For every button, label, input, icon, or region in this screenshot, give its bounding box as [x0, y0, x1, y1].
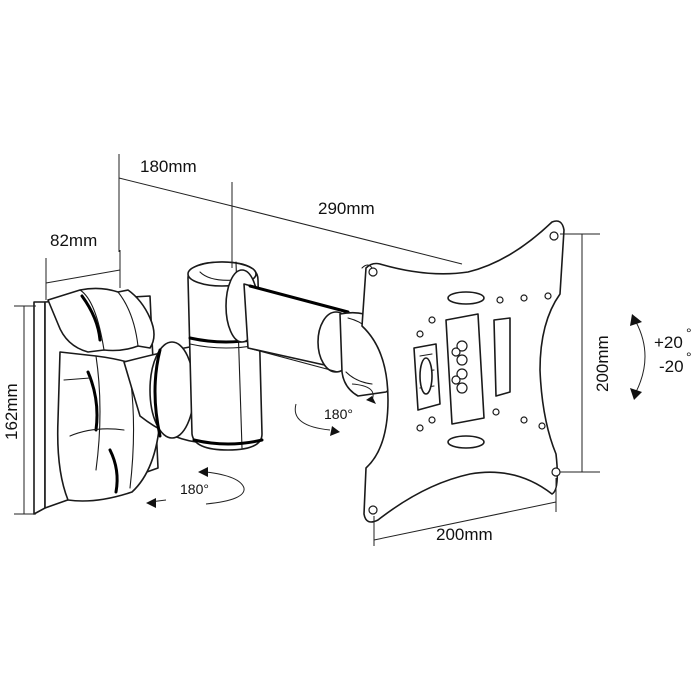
dim-200mm-vertical: 200mm	[560, 233, 612, 473]
label-tilt-up: +20	[654, 333, 683, 352]
degree-up: °	[686, 325, 692, 341]
corner-hole-tl	[368, 267, 378, 277]
corner-hole-br	[551, 467, 561, 477]
tilt-indicator: +20 ° -20 °	[630, 314, 692, 400]
label-82mm: 82mm	[50, 231, 97, 250]
arrow-up-icon	[630, 314, 642, 326]
wall-swivel-indicator: 180°	[146, 467, 245, 508]
arrow-head-icon	[198, 467, 208, 477]
dim-290mm: 290mm	[231, 199, 463, 265]
label-200mm-horizontal: 200mm	[436, 525, 493, 544]
label-200mm-vertical: 200mm	[593, 335, 612, 392]
arrow-head-icon	[330, 426, 340, 436]
degree-down: °	[686, 349, 692, 365]
corner-hole-bl	[368, 505, 378, 515]
label-tilt-down: -20	[659, 357, 684, 376]
arrow-down-icon	[630, 388, 642, 400]
arrow-head-icon	[146, 498, 156, 508]
dim-162mm: 162mm	[2, 305, 36, 515]
corner-hole-tr	[549, 231, 559, 241]
vesa-plate	[361, 220, 565, 523]
dim-82mm: 82mm	[45, 231, 121, 300]
dim-180mm: 180mm	[118, 154, 233, 268]
label-180mm: 180mm	[140, 157, 197, 176]
label-wall-swivel: 180°	[180, 481, 209, 497]
bottom-slot	[447, 435, 485, 449]
svg-text:180°: 180°	[324, 406, 353, 422]
label-162mm: 162mm	[2, 383, 21, 440]
arrow-head-icon	[366, 396, 376, 404]
label-290mm: 290mm	[318, 199, 375, 218]
dim-200mm-horizontal: 200mm	[373, 478, 557, 546]
label-head-swivel: 180°	[324, 406, 353, 422]
head-swivel-indicator: 180°	[294, 383, 376, 436]
top-slot	[447, 291, 485, 305]
